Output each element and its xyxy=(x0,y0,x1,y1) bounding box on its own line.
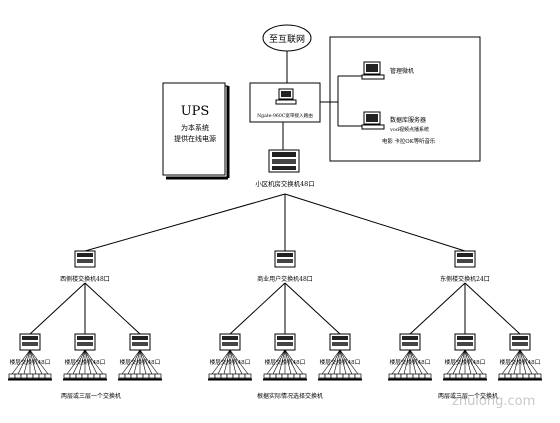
group-note: 两层或三层一个交换机 xyxy=(61,392,121,400)
core-switch xyxy=(268,149,300,173)
floor-switch xyxy=(454,333,476,351)
ups-line1: 为本系统 xyxy=(181,123,209,132)
server-label-line3: 电影 卡拉OK等听音乐 xyxy=(382,137,436,145)
watermark: zhulong.com xyxy=(452,394,535,409)
floor-switch xyxy=(74,333,96,351)
pc-icon xyxy=(299,373,307,381)
floor-switch xyxy=(129,333,151,351)
distribution-switch xyxy=(274,250,296,268)
pc-icon xyxy=(354,373,362,381)
router-icon xyxy=(275,88,297,105)
pc-icon xyxy=(479,373,487,381)
server-label-line1: 数据库服务器 xyxy=(390,116,426,124)
floor-switch xyxy=(274,333,296,351)
distribution-switch xyxy=(454,250,476,268)
pc-icon xyxy=(424,373,432,381)
pc-label: 管理微机 xyxy=(390,67,414,75)
floor-switch xyxy=(219,333,241,351)
pc-icon xyxy=(361,61,385,80)
floor-switch xyxy=(19,333,41,351)
floor-switch xyxy=(509,333,531,351)
pc-icon xyxy=(44,373,52,381)
group-note: 两层或三层一个交换机 xyxy=(438,392,498,400)
floor-switch xyxy=(399,333,421,351)
pc-icon xyxy=(154,373,162,381)
distribution-switch-label: 商业用户交换机48口 xyxy=(257,275,313,283)
pc-icon xyxy=(244,373,252,381)
internet-label: 至互联网 xyxy=(269,34,305,45)
distribution-switch-label: 西侧楼交换机48口 xyxy=(60,275,110,283)
ups-box xyxy=(162,82,230,180)
router-label: Ngate-960C宽带接入路由 xyxy=(257,112,313,119)
pc-icon xyxy=(99,373,107,381)
ups-line2: 提供在线电源 xyxy=(174,134,216,143)
server-room-box xyxy=(329,36,481,162)
pc-icon xyxy=(534,373,542,381)
server-label-line2: vod视频点播系统 xyxy=(389,126,429,133)
core-switch-label: 小区机房交换机48口 xyxy=(255,179,314,188)
group-note: 根据实际情况选择交换机 xyxy=(257,392,323,400)
server-icon xyxy=(361,111,385,130)
ups-title: UPS xyxy=(181,104,210,119)
floor-switch xyxy=(329,333,351,351)
distribution-switch-label: 东侧楼交换机24口 xyxy=(440,275,490,283)
distribution-switch xyxy=(74,250,96,268)
switch-groups: 西侧楼交换机48口楼层交换机48口楼层交换机48口楼层交换机48口两层或三层一个… xyxy=(8,193,542,400)
